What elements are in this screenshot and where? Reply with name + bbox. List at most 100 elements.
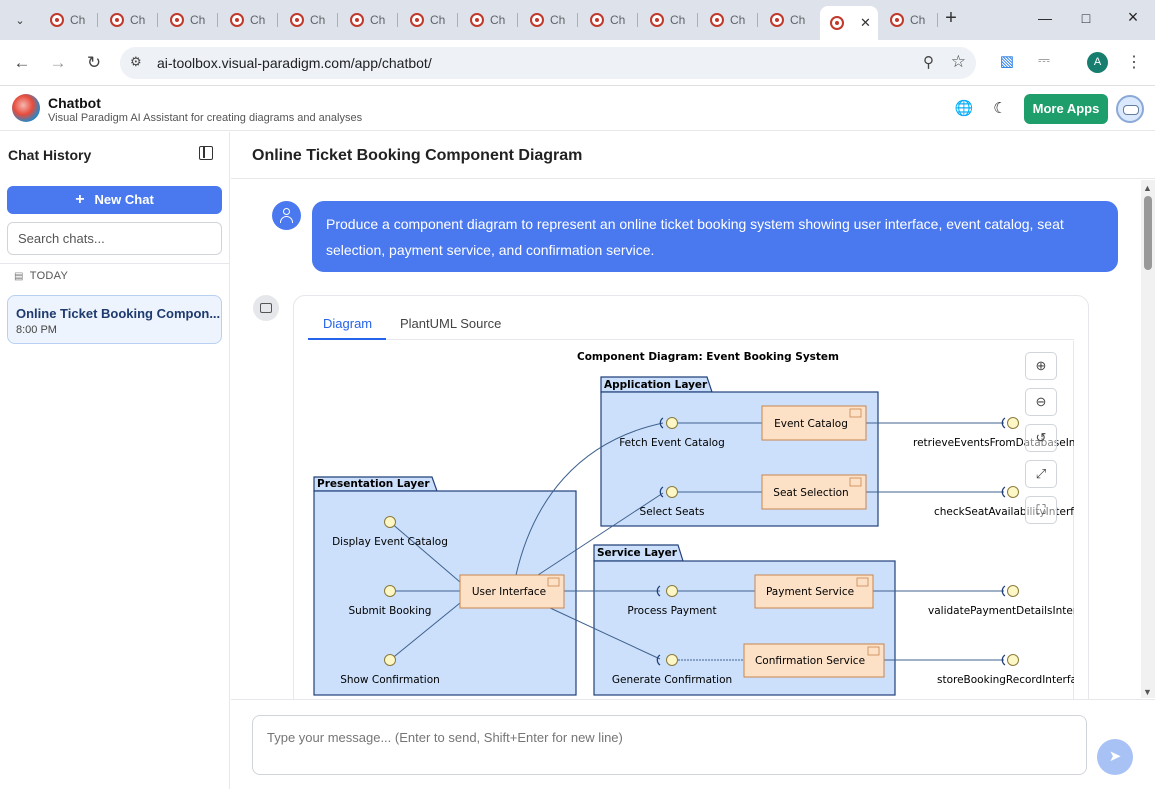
tab-search-icon[interactable]: ⌄ — [15, 14, 25, 27]
forward-icon[interactable]: → — [49, 53, 67, 72]
site-favicon-icon — [770, 13, 784, 27]
page-title: Online Ticket Booking Component Diagram — [252, 147, 583, 164]
new-tab-button[interactable]: + — [945, 7, 957, 29]
section-label: ▤TODAY — [14, 270, 68, 282]
site-favicon-icon — [830, 16, 844, 30]
zoom-in-icon[interactable]: ⊕ — [1025, 352, 1057, 380]
close-window-icon[interactable]: × — [1127, 7, 1139, 27]
browser-tab-title: Ch — [250, 13, 266, 27]
component-confirmation-label: Confirmation Service — [755, 655, 865, 667]
component-seat-selection[interactable]: Seat Selection — [761, 474, 867, 510]
component-confirmation-service[interactable]: Confirmation Service — [743, 643, 885, 678]
close-tab-icon[interactable]: ✕ — [860, 15, 871, 30]
connector-ui-display — [389, 521, 461, 583]
browser-tab[interactable]: Ch — [280, 6, 338, 34]
component-event-catalog[interactable]: Event Catalog — [761, 405, 867, 441]
browser-tab[interactable]: Ch — [640, 6, 698, 34]
profile-avatar[interactable]: A — [1087, 52, 1108, 73]
url-text[interactable]: ai-toolbox.visual-paradigm.com/app/chatb… — [157, 55, 432, 71]
chat-history-sidebar: Chat History +New Chat Search chats... ▤… — [0, 132, 230, 789]
search-chats-input[interactable]: Search chats... — [7, 222, 222, 255]
back-icon[interactable]: ← — [13, 53, 31, 72]
maximize-icon[interactable]: □ — [1081, 10, 1091, 26]
browser-tab-title: Ch — [70, 13, 86, 27]
diagram-title: Component Diagram: Event Booking System — [577, 351, 839, 363]
bot-message-icon — [253, 295, 279, 321]
browser-tab-title: Ch — [730, 13, 746, 27]
message-input[interactable] — [252, 715, 1087, 775]
more-apps-button[interactable]: More Apps — [1024, 94, 1108, 124]
diagram-card: Diagram PlantUML Source Component Diagra… — [293, 295, 1089, 715]
component-payment-service[interactable]: Payment Service — [754, 574, 874, 609]
label-fetch-catalog: Fetch Event Catalog — [619, 437, 725, 449]
browser-toolbar: ← → ↻ ⚙ ai-toolbox.visual-paradigm.com/a… — [0, 40, 1155, 86]
tab-separator — [457, 13, 458, 27]
browser-tab[interactable]: Ch — [760, 6, 818, 34]
browser-tab[interactable]: Ch — [460, 6, 518, 34]
fit-screen-icon[interactable]: ⤢ — [1025, 460, 1057, 488]
extension-icon[interactable]: ▧ — [999, 53, 1015, 70]
dark-mode-moon-icon[interactable]: ☾ — [993, 100, 1007, 117]
tab-diagram[interactable]: Diagram — [323, 316, 373, 331]
scrollbar-thumb[interactable] — [1144, 196, 1152, 270]
label-validate-payment: validatePaymentDetailsInterface — [928, 605, 1074, 617]
package-presentation-label: Presentation Layer — [317, 478, 430, 490]
main-scrollbar[interactable] — [1141, 180, 1155, 698]
site-favicon-icon — [710, 13, 724, 27]
browser-tab[interactable]: Ch — [520, 6, 578, 34]
browser-tab[interactable]: ✕ — [820, 6, 878, 40]
section-label-text: TODAY — [29, 270, 69, 282]
browser-tab[interactable]: Ch — [40, 6, 98, 34]
assistant-avatar[interactable] — [1116, 95, 1144, 123]
send-icon[interactable]: ➤ — [1097, 739, 1133, 775]
tab-plantuml-source[interactable]: PlantUML Source — [400, 316, 502, 331]
address-bar[interactable]: ⚙ ai-toolbox.visual-paradigm.com/app/cha… — [120, 47, 976, 79]
browser-tab[interactable]: Ch — [880, 6, 938, 34]
reload-icon[interactable]: ↻ — [86, 53, 102, 72]
browser-tab-title: Ch — [490, 13, 506, 27]
tab-separator — [757, 13, 758, 27]
label-generate-confirmation: Generate Confirmation — [612, 674, 732, 686]
scroll-down-icon[interactable]: ▼ — [1143, 687, 1152, 697]
browser-tab[interactable]: Ch — [220, 6, 278, 34]
scroll-up-icon[interactable]: ▲ — [1143, 183, 1152, 193]
active-tab-indicator — [308, 338, 386, 340]
component-diagram-svg: Component Diagram: Event Booking System … — [313, 351, 1088, 696]
zoom-icon[interactable]: ⚲ — [923, 54, 934, 71]
site-favicon-icon — [470, 13, 484, 27]
label-submit-booking: Submit Booking — [349, 605, 432, 617]
component-catalog-label: Event Catalog — [774, 418, 848, 430]
browser-tab[interactable]: Ch — [160, 6, 218, 34]
tab-separator — [697, 13, 698, 27]
fullscreen-icon[interactable]: ⛶ — [1025, 496, 1057, 524]
extensions-puzzle-icon[interactable]: ⎓ — [1038, 52, 1050, 69]
site-settings-icon[interactable]: ⚙ — [130, 54, 142, 69]
site-favicon-icon — [110, 13, 124, 27]
browser-tab[interactable]: Ch — [580, 6, 638, 34]
browser-tab[interactable]: Ch — [340, 6, 398, 34]
component-user-interface[interactable]: User Interface — [459, 574, 565, 609]
new-chat-button[interactable]: +New Chat — [7, 186, 222, 214]
app-logo — [12, 94, 40, 122]
reset-view-icon[interactable]: ↺ — [1025, 424, 1057, 452]
browser-tab-title: Ch — [610, 13, 626, 27]
browser-tab-title: Ch — [910, 13, 926, 27]
browser-tab-title: Ch — [670, 13, 686, 27]
browser-tab[interactable]: Ch — [100, 6, 158, 34]
language-globe-icon[interactable]: 🌐 — [954, 100, 974, 117]
sidebar-collapse-icon[interactable] — [199, 146, 213, 160]
label-display-catalog: Display Event Catalog — [332, 536, 448, 548]
site-favicon-icon — [590, 13, 604, 27]
history-item[interactable]: Online Ticket Booking Compon... 8:00 PM — [7, 295, 222, 344]
minimize-icon[interactable]: — — [1038, 10, 1052, 26]
history-item-title: Online Ticket Booking Compon... — [16, 306, 221, 321]
browser-tab-title: Ch — [430, 13, 446, 27]
diagram-canvas[interactable]: Component Diagram: Event Booking System … — [308, 341, 1088, 714]
browser-menu-icon[interactable]: ⋮ — [1126, 54, 1142, 71]
zoom-out-icon[interactable]: ⊖ — [1025, 388, 1057, 416]
browser-tab[interactable]: Ch — [700, 6, 758, 34]
bookmark-star-icon[interactable]: ☆ — [950, 52, 966, 71]
label-store-booking: storeBookingRecordInterface — [937, 674, 1074, 686]
browser-tab[interactable]: Ch — [400, 6, 458, 34]
